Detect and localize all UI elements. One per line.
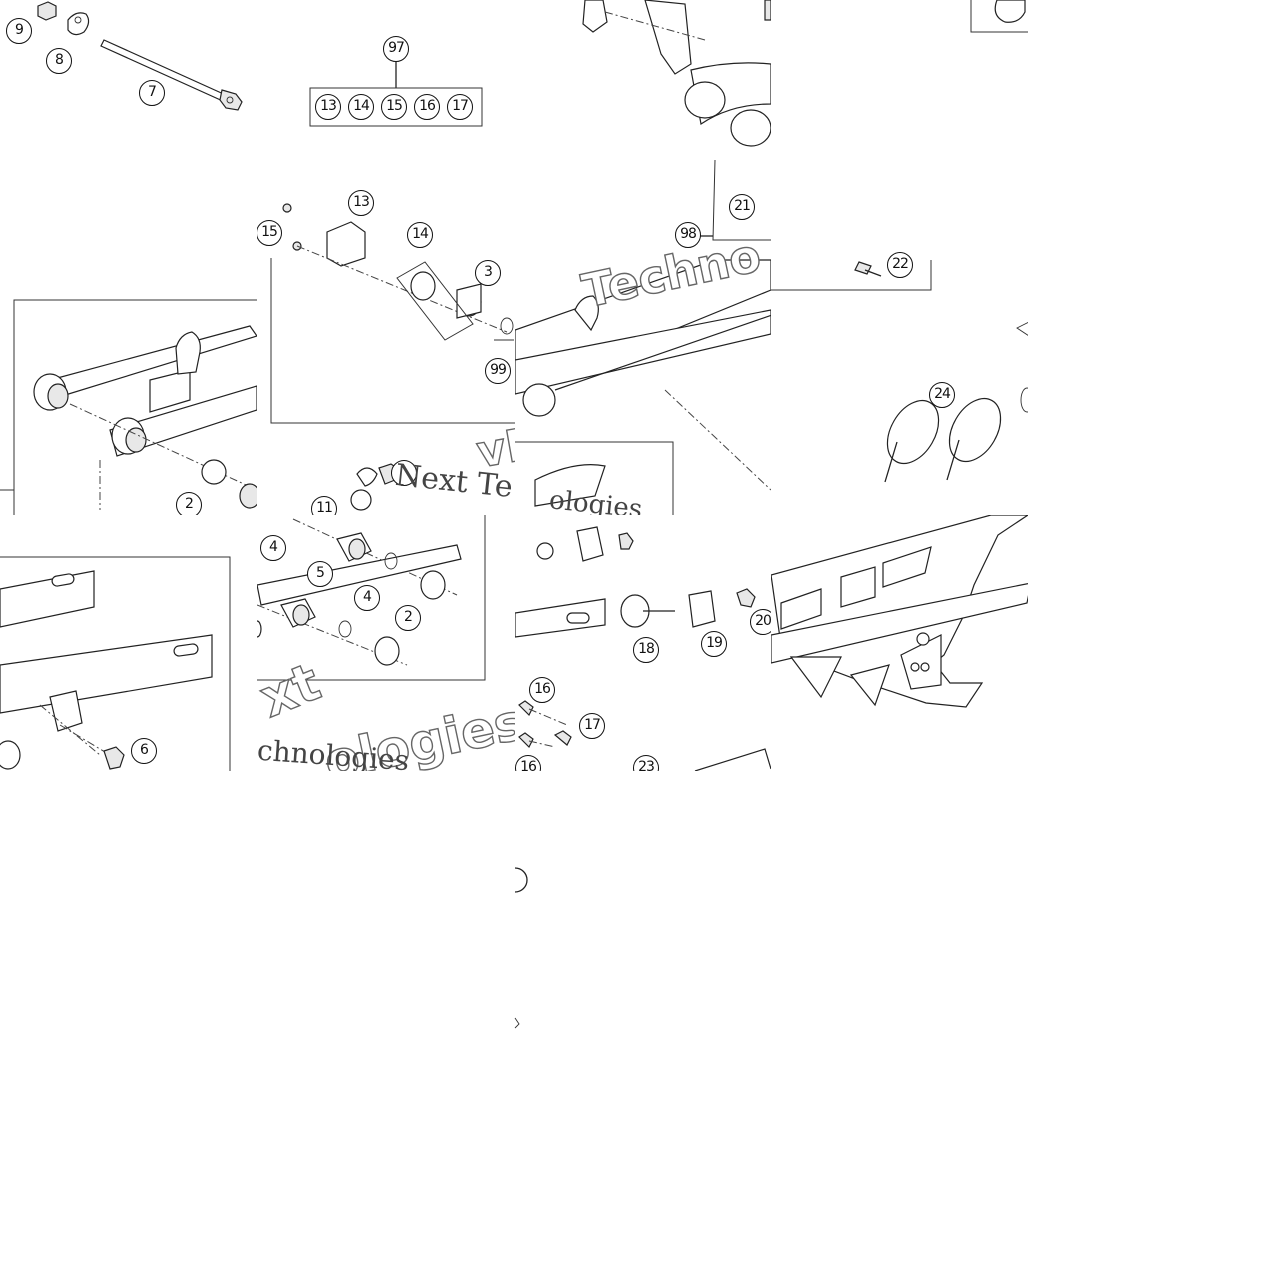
callout-98: 98 bbox=[675, 222, 701, 248]
clamp-drawing bbox=[970, 0, 1028, 33]
tile-mounts: 18 19 20 16 17 16 23 bbox=[515, 515, 771, 771]
tile-clamp bbox=[771, 0, 1028, 60]
callout-8: 8 bbox=[46, 48, 72, 74]
callout-2b: 2 bbox=[395, 605, 421, 631]
kit-callout-14: 14 bbox=[348, 94, 374, 120]
swingarm-top-drawing bbox=[582, 0, 771, 147]
callout-18: 18 bbox=[633, 637, 659, 663]
swingarm-left-drawing bbox=[0, 299, 257, 515]
callout-5: 5 bbox=[307, 561, 333, 587]
tile-swingarm-top bbox=[515, 0, 771, 160]
swingarm-right-drawing bbox=[515, 160, 771, 515]
callout-11: 11 bbox=[311, 496, 337, 515]
callout-19: 19 bbox=[701, 631, 727, 657]
callout-4a: 4 bbox=[260, 535, 286, 561]
kit-callout-16: 16 bbox=[414, 94, 440, 120]
tile-chain-guard bbox=[771, 515, 1028, 771]
callout-21: 21 bbox=[729, 194, 755, 220]
tile-cable-ties: 22 24 bbox=[771, 160, 1028, 515]
callout-16b: 16 bbox=[515, 755, 541, 771]
tile-swingarm-right: 98 21 Techno ologies bbox=[515, 160, 771, 515]
callout-20: 20 bbox=[750, 609, 771, 635]
callout-17: 17 bbox=[579, 713, 605, 739]
callout-9: 9 bbox=[6, 18, 32, 44]
callout-4b: 4 bbox=[354, 585, 380, 611]
tile-bushing-kit: 13 1 15 14 3 99 11 Next Te vN bbox=[257, 160, 515, 515]
callout-3: 3 bbox=[475, 260, 501, 286]
tile-axle-kit: 9 8 7 97 13 14 15 16 17 bbox=[0, 0, 515, 160]
callout-7: 7 bbox=[139, 80, 165, 106]
tile-swingarm-lower: 6 bbox=[0, 515, 257, 771]
kit-callout-15: 15 bbox=[381, 94, 407, 120]
chain-guard-drawing bbox=[771, 515, 1028, 708]
callout-6: 6 bbox=[131, 738, 157, 764]
callout-13: 13 bbox=[348, 190, 374, 216]
callout-97: 97 bbox=[383, 36, 409, 62]
callout-12-partial bbox=[391, 460, 417, 486]
callout-22: 22 bbox=[887, 252, 913, 278]
swingarm-lower-drawing bbox=[0, 556, 231, 771]
mounts-drawing bbox=[515, 526, 771, 771]
callout-99: 99 bbox=[485, 358, 511, 384]
callout-16: 16 bbox=[529, 677, 555, 703]
axle-drawing bbox=[37, 1, 483, 127]
callout-2: 2 bbox=[176, 492, 202, 515]
stray-fragments bbox=[514, 867, 528, 1029]
kit-callout-13: 13 bbox=[315, 94, 341, 120]
callout-15: 15 bbox=[257, 220, 282, 246]
callout-14: 14 bbox=[407, 222, 433, 248]
bushings-drawing bbox=[257, 515, 486, 681]
watermark-vn: vN bbox=[472, 416, 515, 479]
cable-ties-drawing bbox=[771, 260, 1028, 483]
kit-callout-17: 17 bbox=[447, 94, 473, 120]
tile-bushings: 4 5 4 2 xt ologies chnologies bbox=[257, 515, 515, 771]
callout-24: 24 bbox=[929, 382, 955, 408]
tile-swingarm-left: 2 bbox=[0, 160, 257, 515]
bushing-kit-drawing bbox=[270, 203, 515, 511]
